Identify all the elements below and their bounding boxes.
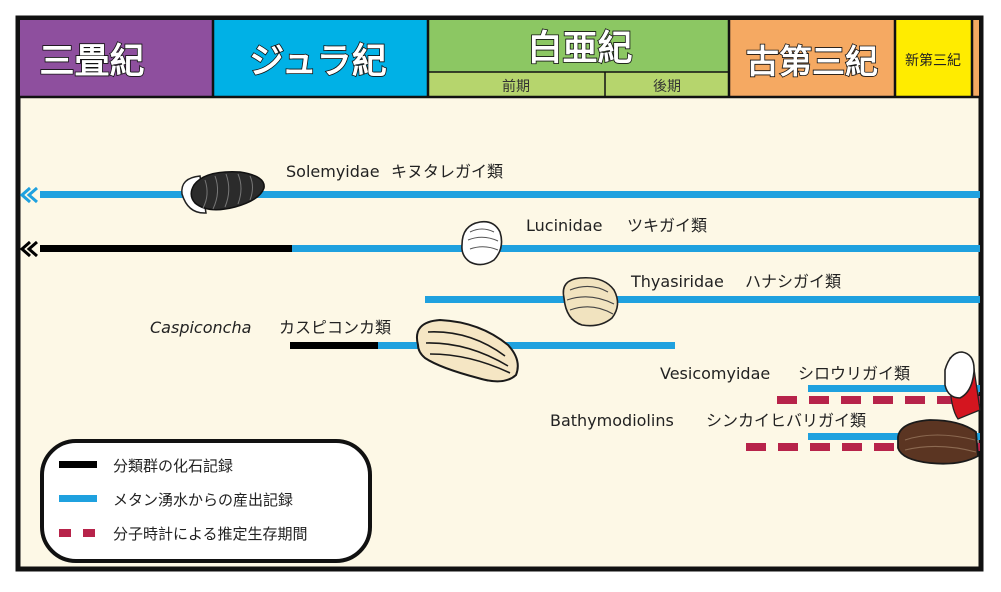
period-jurassic [213,20,428,97]
thyasiridae-name: Thyasiridae [630,272,724,291]
period-paleogene [729,20,895,97]
bathymodiolins-seep-bar [808,433,980,440]
legend-fossil-swatch [59,461,97,468]
period-quaternary-sliver [972,20,979,97]
bathymodiolins-shell-icon [897,419,979,465]
thyasiridae-shell-icon [562,276,619,327]
vesicomyidae-jp: シロウリガイ類 [798,364,910,383]
period-cretaceous-label: 白亜紀 [527,29,632,69]
period-neogene [895,20,972,97]
lucinidae-continuation-arrow [19,240,38,258]
vesicomyidae-seep-bar [808,385,980,392]
legend-seep-label: メタン湧水からの産出記録 [113,491,293,509]
period-header: 三畳紀 ジュラ紀 白亜紀 前期 後期 古第三紀 新第三紀 [20,20,980,99]
bathymodiolins-jp: シンカイヒバリガイ類 [706,411,866,430]
solemyidae-continuation-arrow [19,186,38,204]
thyasiridae-jp: ハナシガイ類 [745,272,841,291]
vesicomyidae-shell-icon [944,351,981,420]
solemyidae-name: Solemyidae [286,162,380,181]
legend-fossil-label: 分類群の化石記録 [113,457,233,475]
legend-seep-swatch [59,495,97,502]
lucinidae-jp: ツキガイ類 [627,216,707,235]
cretaceous-early-label: 前期 [502,78,530,95]
taxon-labels: Solemyidae キヌタレガイ類 Lucinidae ツキガイ類 Thyas… [150,162,910,430]
range-bars [19,186,980,451]
caspiconcha-shell-icon [416,318,519,383]
lucinidae-shell-icon [461,220,503,266]
solemyidae-shell-icon [181,171,265,214]
period-triassic [20,20,213,97]
legend-clock-label: 分子時計による推定生存期間 [113,525,308,543]
lucinidae-fossil-bar [40,245,292,252]
cretaceous-early [428,72,605,97]
period-triassic-label: 三畳紀 [39,42,144,82]
thyasiridae-seep-bar [425,296,980,303]
period-jurassic-label: ジュラ紀 [249,42,387,82]
lucinidae-name: Lucinidae [526,216,602,235]
vesicomyidae-name: Vesicomyidae [660,364,770,383]
cretaceous-late-label: 後期 [653,79,681,95]
period-neogene-label: 新第三紀 [905,52,961,69]
period-paleogene-label: 古第三紀 [746,42,878,81]
legend: 分類群の化石記録 メタン湧水からの産出記録 分子時計による推定生存期間 [40,439,372,563]
solemyidae-seep-bar [40,191,980,198]
caspiconcha-seep-bar [378,342,675,349]
caspiconcha-name: Caspiconcha [150,318,251,337]
bathymodiolins-name: Bathymodiolins [550,411,674,430]
cretaceous-late [605,72,729,97]
period-separators [20,20,980,99]
period-cretaceous [428,20,729,72]
caspiconcha-jp: カスピコンカ類 [279,318,391,337]
legend-box [40,439,372,563]
lucinidae-seep-bar [292,245,980,252]
caspiconcha-fossil-bar [290,342,378,349]
solemyidae-jp: キヌタレガイ類 [391,162,503,181]
